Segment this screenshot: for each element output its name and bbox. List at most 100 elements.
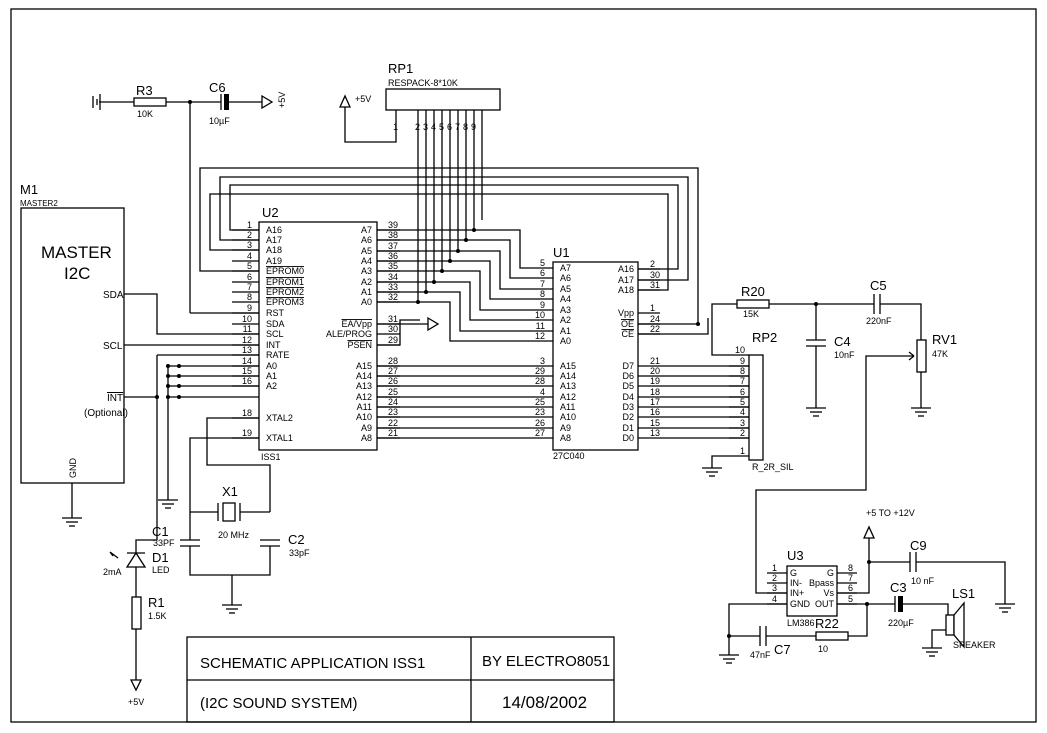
crystal-oscillator: X1 20 MHz C1 33PF C2 33pF [152,417,310,614]
c7-value: 47nF [750,650,771,660]
r1-ref: R1 [148,595,165,610]
u2-pin-name: A7 [361,225,372,235]
u3-pin-name: G [827,568,834,578]
output-filter: R20 15K C4 10nF C5 220nF RV1 47K [736,278,957,594]
u1-pin-name: Vpp [618,308,634,318]
c5-value: 220nF [866,316,892,326]
u1-pin-num: 29 [535,366,545,376]
d1-ref: D1 [152,550,169,565]
u2-pin-name: INT [266,340,281,350]
u2-ref: U2 [262,205,279,220]
u1-pin-name: A5 [560,284,571,294]
x1-ref: X1 [222,484,238,499]
u1-pin-num: 8 [540,289,545,299]
d1-value: LED [152,565,170,575]
u2-pin-name: A18 [266,245,282,255]
c6-supply: +5V [277,92,287,108]
u2-pin-name: A9 [361,423,372,433]
c5-ref: C5 [870,278,887,293]
u1-pin-num: 18 [650,387,660,397]
u1-pin-num: 26 [535,418,545,428]
u3-pin-name: OUT [815,599,835,609]
rp2-pin-num: 6 [740,387,745,397]
u1-pin-name: D7 [622,361,634,371]
u2-pin-name: SDA [266,319,285,329]
d1-current: 2mA [103,567,122,577]
u1-pin-name: A7 [560,263,571,273]
rp2-pin-num: 4 [740,407,745,417]
u3-pin-name: Bpass [809,578,835,588]
u2-pin-num: 26 [388,376,398,386]
c2-ref: C2 [288,532,305,547]
u3-pin-num: 1 [772,563,777,573]
u2-pin-num: 9 [247,303,252,313]
u1-pin-num: 19 [650,376,660,386]
ls1-ref: LS1 [952,586,975,601]
u1-pin-num: 13 [650,428,660,438]
rp2-pin-num: 1 [740,446,745,456]
u2-pin-name: A17 [266,235,282,245]
r20-ref: R20 [741,284,765,299]
u1-pin-name: A0 [560,336,571,346]
u2-pin-num: 2 [247,230,252,240]
rv1-value: 47K [932,349,948,359]
u1-pin-num: 11 [536,321,545,331]
x1-value: 20 MHz [218,530,250,540]
u1-pin-num: 28 [535,376,545,386]
u3-pin-name: GND [790,599,811,609]
u2-pin-num: 24 [388,397,398,407]
u2-pin-name: PSEN [347,340,372,350]
u1-pin-name: A9 [560,423,571,433]
u1-ref: U1 [553,245,570,260]
u1-pin-num: 5 [540,258,545,268]
u2-pin-name: EPROM2 [266,287,304,297]
u1-pin-name: D5 [622,381,634,391]
u2-pin-name: A10 [356,412,372,422]
u2-pin-name: A14 [356,371,372,381]
r22-value: 10 [818,644,828,654]
u2-pin-name: A16 [266,225,282,235]
title-line-2: (I2C SOUND SYSTEM) [200,695,358,712]
u2-pin-num: 19 [242,428,252,438]
u2-pin-num: 22 [388,418,398,428]
u2-pin-num: 6 [247,272,252,282]
rp2-pin-num: 8 [740,366,745,376]
u2-pin-num: 37 [388,241,398,251]
u3-pin-num: 8 [848,563,853,573]
address-strap [158,364,259,509]
u2-pin-num: 23 [388,407,398,417]
u2-pin-num: 8 [247,292,252,302]
u2-pin-name: RST [266,308,285,318]
u3-pin-num: 3 [772,583,777,593]
u1-pin-num: 7 [540,279,545,289]
u2-pin-name: XTAL2 [266,413,293,423]
rp2-pin-num: 9 [740,356,745,366]
u1-part: 27C040 [553,451,585,461]
u2-pin-num: 21 [388,428,398,438]
u1-pin-num: 12 [535,331,545,341]
u2-pin-name: EPROM3 [266,297,304,307]
u2-pin-num: 38 [388,230,398,240]
m1-gnd-label: GND [68,458,78,479]
u1-pin-name: A2 [560,315,571,325]
u2-pin-name: A0 [361,297,372,307]
u3-part: LM386 [787,618,815,628]
c9-value: 10 nF [911,576,935,586]
u2-part: ISS1 [261,452,281,462]
c3-value: 220µF [888,618,914,628]
u1-pin-num: 1 [650,303,655,313]
bus-wiring [124,110,709,540]
rv1-ref: RV1 [932,332,957,347]
r20-value: 15K [743,309,759,319]
title-author: BY ELECTRO8051 [482,653,610,670]
r3-ref: R3 [136,83,153,98]
u1-pin-num: 9 [540,300,545,310]
u2-pin-num: 18 [242,408,252,418]
u1-pin-name: A16 [618,264,634,274]
u1-pin-name: OE [621,319,634,329]
rp1-supply: +5V [355,94,371,104]
rp2-pin-num: 10 [735,345,745,355]
u2-pin-num: 10 [242,314,252,324]
